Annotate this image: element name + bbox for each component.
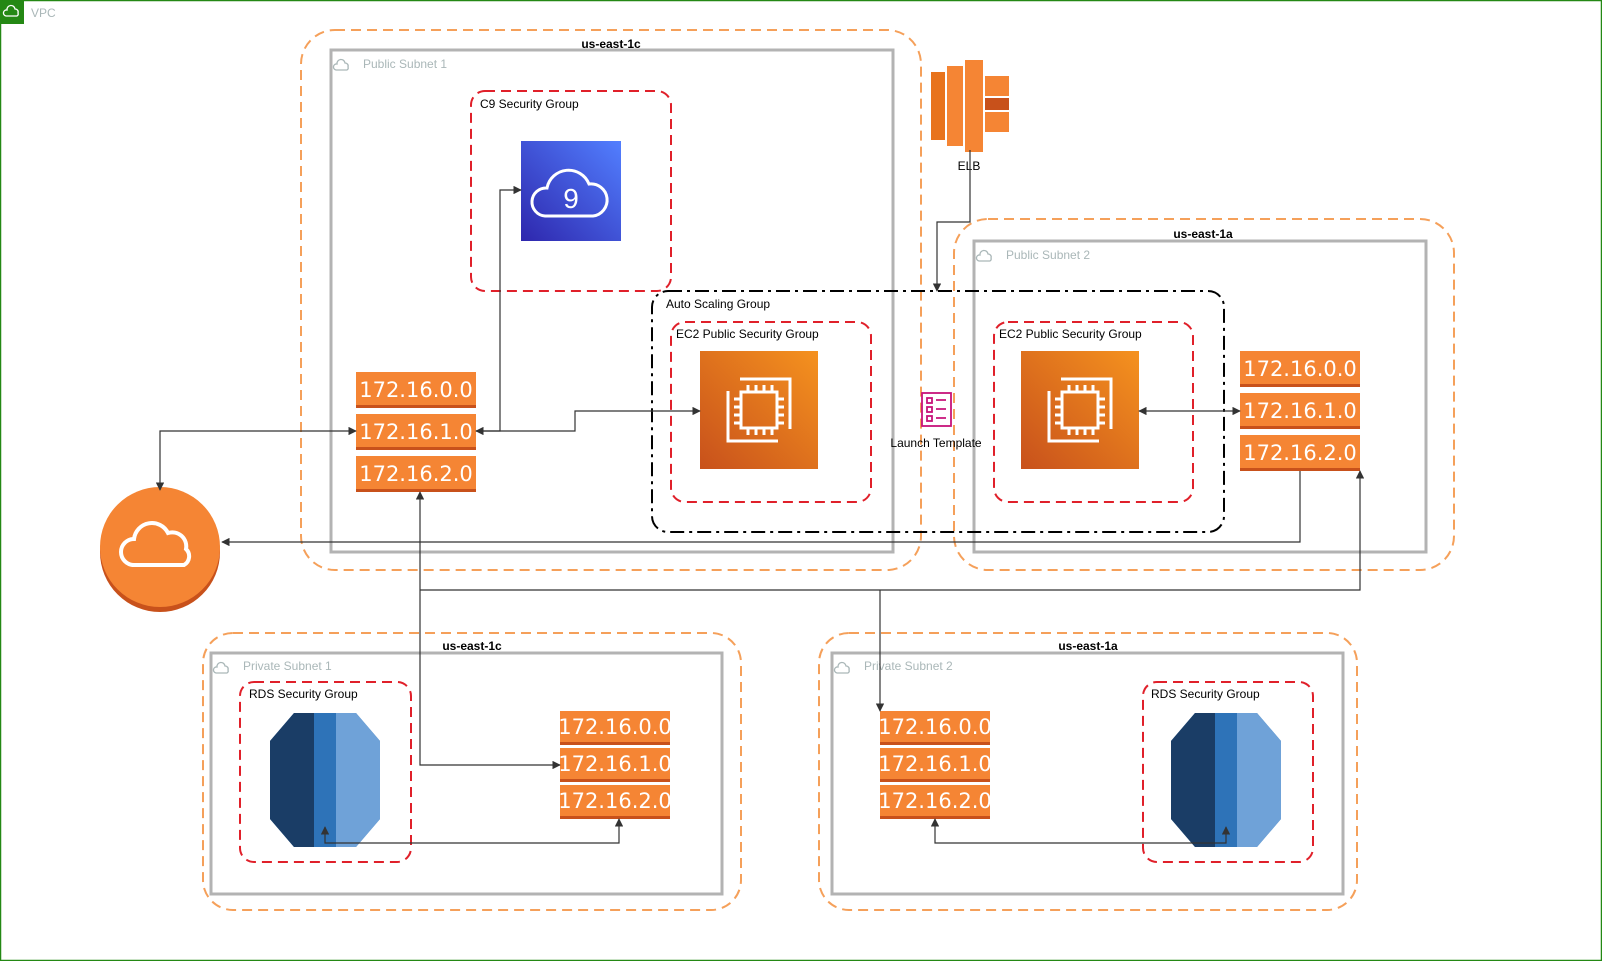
security-group-label: RDS Security Group — [249, 687, 358, 701]
subnet-public-1 — [329, 48, 895, 554]
route-entry: 172.16.0.0 — [359, 378, 473, 402]
elb-label: ELB — [958, 159, 981, 173]
security-group-label: EC2 Public Security Group — [999, 327, 1142, 341]
zone-private-us-east-1c — [202, 632, 742, 911]
subnet-cloud-icon — [975, 249, 992, 262]
connector-route-ec2 — [476, 406, 701, 432]
internet-gateway-icon — [100, 487, 220, 612]
subnet-label: Private Subnet 1 — [243, 659, 332, 673]
connector-route1-private1 — [415, 491, 561, 770]
security-group-c9 — [470, 90, 672, 292]
zone-label: us-east-1c — [442, 639, 502, 653]
zone-label: us-east-1a — [1058, 639, 1118, 653]
security-group-ec2-1 — [670, 321, 872, 503]
route-entry: 172.16.1.0 — [558, 752, 672, 776]
vpc-cloud-icon — [2, 4, 19, 17]
security-group-label: C9 Security Group — [480, 97, 579, 111]
security-group-ec2-2 — [993, 321, 1194, 503]
security-group-rds-2 — [1142, 681, 1314, 863]
route-entry: 172.16.1.0 — [1243, 399, 1357, 423]
route-entry: 172.16.1.0 — [878, 752, 992, 776]
route-entry: 172.16.0.0 — [558, 715, 672, 739]
route-entry: 172.16.1.0 — [359, 420, 473, 444]
subnet-cloud-icon — [212, 661, 229, 674]
zone-private-us-east-1a — [818, 632, 1358, 911]
subnet-cloud-icon — [833, 661, 850, 674]
zone-public-us-east-1a — [953, 218, 1455, 571]
ec2-instance-icon — [1019, 349, 1141, 471]
route-table: 172.16.0.0 172.16.1.0 172.16.2.0 — [356, 372, 476, 492]
subnet-label: Private Subnet 2 — [864, 659, 953, 673]
subnet-public-2 — [972, 239, 1428, 554]
subnet-private-2 — [830, 651, 1345, 896]
connector-bus-route2 — [420, 470, 1365, 591]
route-entry: 172.16.0.0 — [878, 715, 992, 739]
auto-scaling-label: Auto Scaling Group — [666, 297, 770, 311]
rds-database-icon — [1171, 713, 1281, 847]
launch-template-icon — [921, 392, 952, 427]
subnet-label: Public Subnet 2 — [1006, 248, 1090, 262]
security-group-rds-1 — [239, 681, 412, 863]
security-group-label: EC2 Public Security Group — [676, 327, 819, 341]
vpc-label: VPC — [31, 6, 56, 20]
route-entry: 172.16.2.0 — [878, 789, 992, 813]
cloud9-digit: 9 — [563, 183, 579, 214]
route-entry: 172.16.0.0 — [1243, 357, 1357, 381]
connector-igw-route — [155, 426, 357, 491]
zone-label: us-east-1c — [581, 37, 641, 51]
route-table: 172.16.0.0 172.16.1.0 172.16.2.0 — [1240, 351, 1360, 471]
cloud9-icon: 9 — [521, 141, 621, 241]
route-entry: 172.16.2.0 — [558, 789, 672, 813]
connector-elb-asg — [932, 150, 971, 292]
subnet-label: Public Subnet 1 — [363, 57, 447, 71]
security-group-label: RDS Security Group — [1151, 687, 1260, 701]
ec2-instance-icon — [698, 349, 820, 471]
connector-route-rds2 — [930, 818, 1231, 844]
route-table: 172.16.0.0 172.16.1.0 172.16.2.0 — [878, 711, 992, 819]
subnet-cloud-icon — [332, 58, 349, 71]
zone-label: us-east-1a — [1173, 227, 1233, 241]
elb-icon — [931, 60, 1009, 152]
route-entry: 172.16.2.0 — [1243, 441, 1357, 465]
connector-rds1-route — [320, 818, 624, 844]
connector-route-cloud9 — [475, 185, 522, 436]
connector-route2-igw — [221, 471, 1301, 547]
route-entry: 172.16.2.0 — [359, 462, 473, 486]
zone-public-us-east-1c — [300, 29, 922, 571]
launch-template-label: Launch Template — [890, 436, 982, 450]
rds-database-icon — [270, 713, 380, 847]
route-table: 172.16.0.0 172.16.1.0 172.16.2.0 — [558, 711, 672, 819]
